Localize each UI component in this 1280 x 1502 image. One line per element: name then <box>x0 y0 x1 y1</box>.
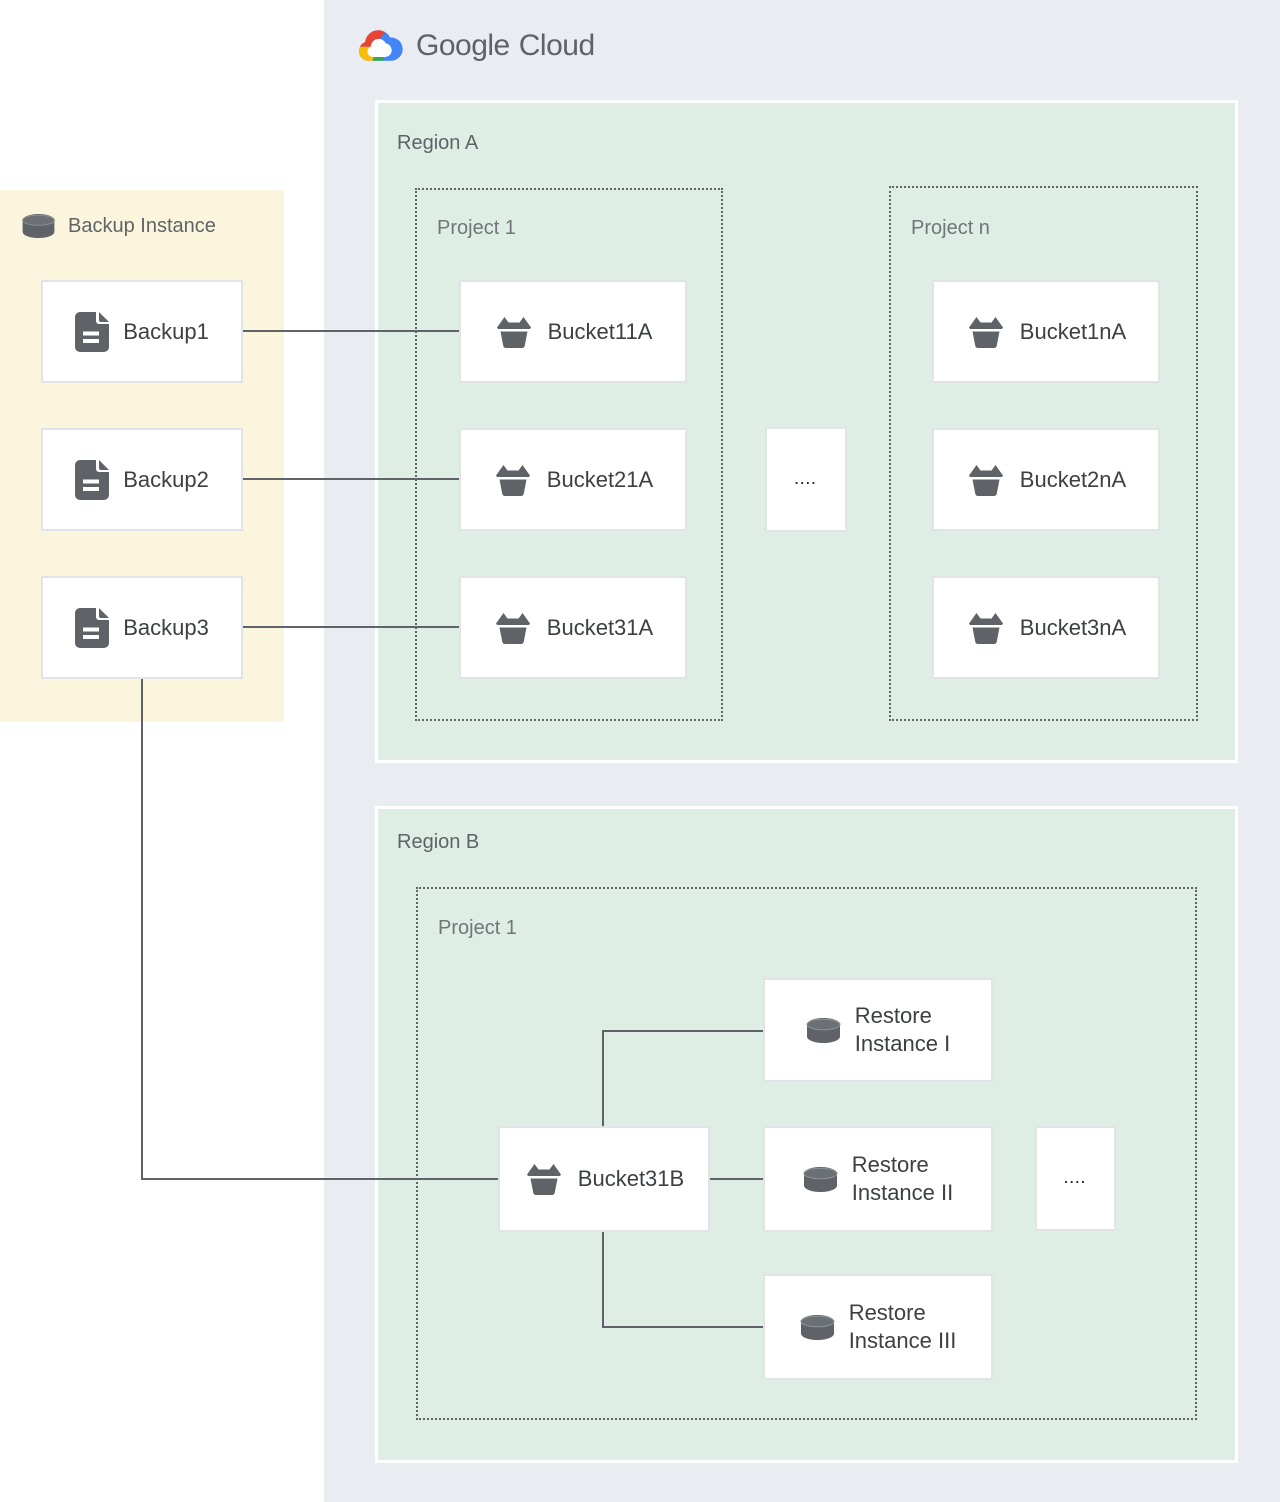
region-b-label: Region B <box>397 831 480 853</box>
bucket-icon <box>526 1164 561 1196</box>
region-b-ellipsis-node: .... <box>1035 1126 1116 1231</box>
restore-instance-2-node: Restore Instance II <box>763 1126 993 1232</box>
bucket-icon <box>968 316 1003 348</box>
connector-backup2-bucket21a <box>243 478 460 480</box>
backup-instance-title: Backup Instance <box>68 214 216 237</box>
connector-backup3-bucket31b-horizontal <box>141 1178 498 1180</box>
restore-instance-1-node: Restore Instance I <box>763 978 993 1082</box>
logo-product-text: Cloud <box>518 29 595 62</box>
restore-1-line2: Instance I <box>854 1031 951 1056</box>
backup3-node: Backup3 <box>41 576 243 679</box>
restore-instance-3-node: Restore Instance III <box>763 1274 993 1380</box>
connector-bucket31b-restore2 <box>710 1178 763 1180</box>
document-icon <box>75 459 110 500</box>
bucket21a-label: Bucket21A <box>546 466 654 492</box>
database-icon <box>22 213 55 239</box>
restore-1-line1: Restore <box>854 1003 932 1028</box>
backup1-node: Backup1 <box>41 280 243 383</box>
database-icon <box>806 1017 841 1043</box>
bucket3na-node: Bucket3nA <box>932 576 1160 679</box>
connector-bucket31b-restore1-vertical <box>602 1030 604 1126</box>
restore-instance-2-label: Restore Instance II <box>852 1151 954 1207</box>
restore-3-line2: Instance III <box>848 1328 957 1353</box>
bucket-icon <box>968 612 1003 644</box>
bucket-icon <box>495 612 530 644</box>
connector-bucket31b-restore3-vertical <box>602 1232 604 1328</box>
logo-brand-text: Google <box>416 29 510 62</box>
backup1-label: Backup1 <box>123 318 209 344</box>
project-1-box-region-a <box>415 188 723 721</box>
project-1-label-region-b: Project 1 <box>438 917 517 939</box>
bucket11a-node: Bucket11A <box>459 280 687 383</box>
backup2-label: Backup2 <box>123 466 209 492</box>
restore-3-line1: Restore <box>848 1300 926 1325</box>
restore-instance-1-label: Restore Instance I <box>855 1002 950 1058</box>
project-n-box-region-a <box>889 186 1198 721</box>
bucket31a-label: Bucket31A <box>546 614 654 640</box>
database-icon <box>803 1166 838 1192</box>
bucket2na-label: Bucket2nA <box>1019 466 1127 492</box>
bucket31a-node: Bucket31A <box>459 576 687 679</box>
bucket1na-label: Bucket1nA <box>1019 318 1127 344</box>
region-a-label: Region A <box>397 132 479 154</box>
connector-bucket31b-restore3-horizontal <box>602 1326 763 1328</box>
region-b-ellipsis: .... <box>1064 1171 1087 1186</box>
document-icon <box>75 311 110 352</box>
project-1-label-region-a: Project 1 <box>437 217 516 239</box>
connector-bucket31b-restore1-horizontal <box>602 1030 763 1032</box>
connector-backup3-bucket31a <box>243 626 460 628</box>
bucket11a-label: Bucket11A <box>547 318 653 344</box>
restore-2-line2: Instance II <box>851 1180 954 1205</box>
region-a-ellipsis: .... <box>794 472 818 487</box>
bucket-icon <box>495 464 530 496</box>
bucket31b-label: Bucket31B <box>577 1166 685 1191</box>
region-a-ellipsis-node: .... <box>765 427 847 532</box>
bucket31b-node: Bucket31B <box>498 1126 710 1232</box>
restore-instance-3-label: Restore Instance III <box>849 1299 957 1355</box>
document-icon <box>75 607 110 648</box>
project-1-box-region-b <box>416 887 1197 1420</box>
bucket21a-node: Bucket21A <box>459 428 687 531</box>
connector-backup3-bucket31b-vertical <box>141 679 143 1180</box>
bucket-icon <box>968 464 1003 496</box>
database-icon <box>800 1314 835 1340</box>
connector-backup1-bucket11a <box>243 330 460 332</box>
bucket3na-label: Bucket3nA <box>1019 614 1127 640</box>
backup2-node: Backup2 <box>41 428 243 531</box>
google-cloud-icon <box>358 30 403 61</box>
bucket2na-node: Bucket2nA <box>932 428 1160 531</box>
backup-instance-header: Backup Instance <box>20 213 216 239</box>
restore-2-line1: Restore <box>851 1152 929 1177</box>
bucket1na-node: Bucket1nA <box>932 280 1160 383</box>
backup3-label: Backup3 <box>123 614 209 640</box>
bucket-icon <box>496 316 531 348</box>
project-n-label-region-a: Project n <box>911 217 990 239</box>
